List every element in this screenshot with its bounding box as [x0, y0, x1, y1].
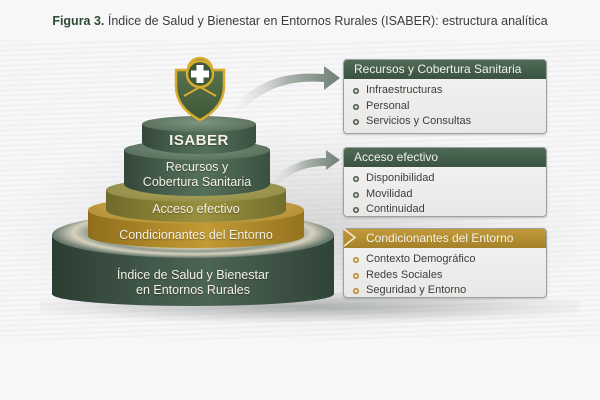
- bullet-icon: [353, 119, 359, 125]
- bullet-icon: [353, 88, 359, 94]
- arrow-to-acceso-icon: [272, 150, 340, 184]
- panel-condicionantes-list: Contexto Demográfico Redes Sociales Segu…: [344, 252, 546, 297]
- figure-title: Índice de Salud y Bienestar en Entornos …: [104, 14, 548, 28]
- tier-acceso-label: Acceso efectivo: [152, 202, 240, 216]
- list-item: Redes Sociales: [353, 268, 546, 284]
- panel-recursos-list: Infraestructuras Personal Servicios y Co…: [344, 83, 546, 130]
- panel-acceso-list: Disponibilidad Movilidad Continuidad: [344, 171, 546, 216]
- panel-condicionantes: Condicionantes del Entorno Contexto Demo…: [343, 228, 547, 298]
- bullet-icon: [353, 207, 359, 213]
- bullet-icon: [353, 272, 359, 279]
- bullet-icon: [353, 191, 359, 198]
- panel-acceso-title: Acceso efectivo: [344, 148, 546, 167]
- bullet-icon: [353, 103, 359, 110]
- bullet-icon: [353, 288, 359, 294]
- bullet-icon: [353, 257, 359, 263]
- list-item: Movilidad: [353, 187, 546, 203]
- list-item: Seguridad y Entorno: [353, 283, 546, 297]
- tier-base-label: Índice de Salud y Bienestar en Entornos …: [116, 268, 270, 297]
- panel-condicionantes-title: Condicionantes del Entorno: [344, 229, 546, 248]
- panel-recursos-title: Recursos y Cobertura Sanitaria: [344, 60, 546, 79]
- list-item: Servicios y Consultas: [353, 114, 546, 130]
- tier-isaber: ISABER: [142, 116, 256, 154]
- tier-condicionantes-label: Condicionantes del Entorno: [119, 228, 273, 242]
- list-item: Contexto Demográfico: [353, 252, 546, 268]
- list-item: Disponibilidad: [353, 171, 546, 187]
- chevron-right-icon: [343, 228, 357, 247]
- arrow-to-recursos-icon: [234, 66, 340, 110]
- tier-isaber-label: ISABER: [169, 132, 229, 149]
- panel-acceso: Acceso efectivo Disponibilidad Movilidad…: [343, 147, 547, 217]
- list-item: Continuidad: [353, 202, 546, 216]
- tier-recursos-label: Recursos y Cobertura Sanitaria: [142, 160, 252, 189]
- bullet-icon: [353, 176, 359, 182]
- figure-caption: Figura 3. Índice de Salud y Bienestar en…: [0, 14, 600, 28]
- panel-recursos: Recursos y Cobertura Sanitaria Infraestr…: [343, 59, 547, 134]
- list-item: Infraestructuras: [353, 83, 546, 99]
- figure-number: Figura 3.: [52, 14, 105, 28]
- shield-cross-icon: [174, 56, 226, 122]
- list-item: Personal: [353, 99, 546, 115]
